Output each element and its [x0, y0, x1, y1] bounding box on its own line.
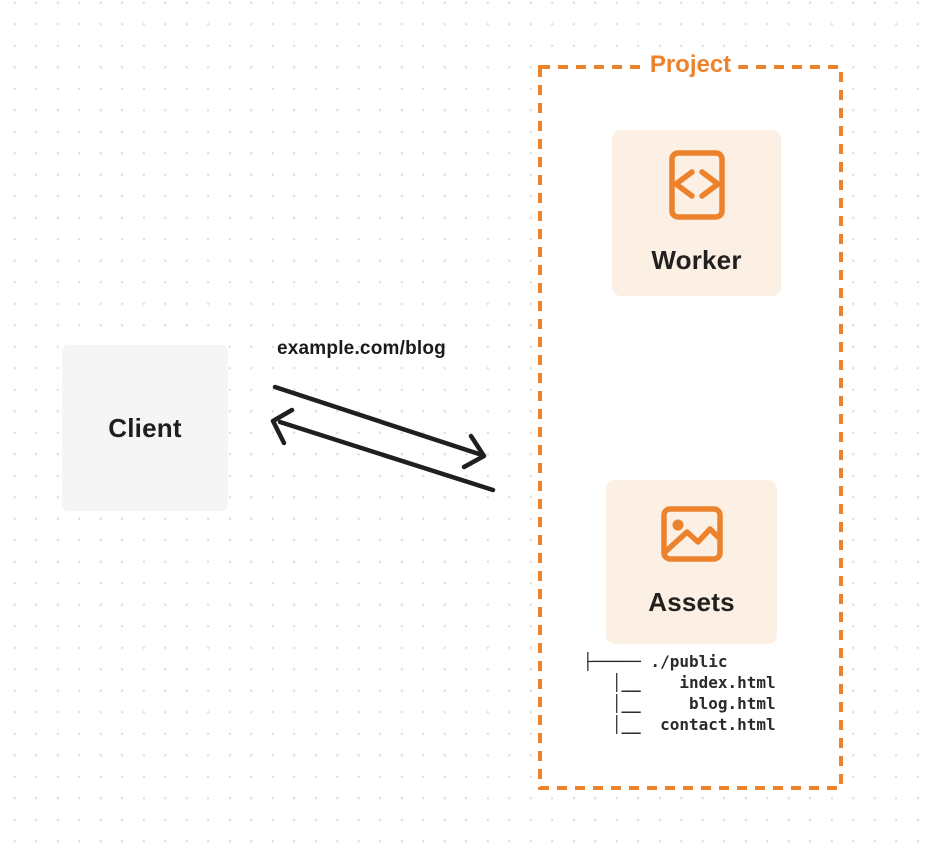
code-file-icon [668, 150, 725, 220]
worker-label: Worker [651, 245, 742, 275]
response-arrowhead [270, 407, 295, 446]
request-arrowhead [461, 433, 487, 470]
image-icon [660, 506, 723, 562]
assets-label: Assets [648, 587, 735, 617]
assets-node: Assets [606, 480, 777, 644]
project-container: Project Worker Assets [538, 51, 843, 790]
assets-file-tree: ├───── ./public │__ index.html │__ blog.… [583, 652, 776, 734]
worker-node: Worker [612, 130, 781, 296]
response-arrow-line [277, 419, 496, 493]
client-label: Client [108, 412, 182, 443]
project-label: Project [642, 51, 739, 79]
request-arrow-line [272, 384, 485, 458]
request-url-label: example.com/blog [277, 338, 446, 359]
client-node: Client [62, 345, 228, 511]
